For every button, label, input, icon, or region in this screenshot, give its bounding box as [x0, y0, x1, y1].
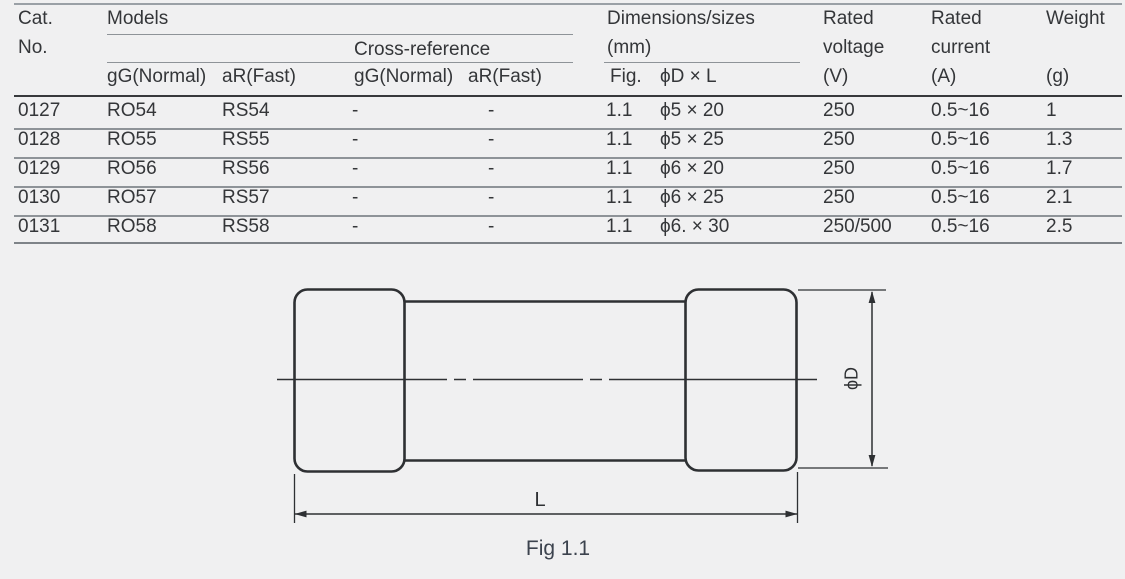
cell-current: 0.5~16	[931, 187, 990, 208]
cell-crossref-gg: -	[352, 100, 359, 121]
cell-crossref-gg: -	[352, 129, 359, 150]
cell-fig: 1.1	[606, 158, 633, 179]
subheader-gg-normal: gG(Normal)	[107, 66, 207, 87]
cell-weight: 2.1	[1046, 187, 1073, 208]
cell-cat-no: 0128	[18, 129, 61, 150]
cell-current: 0.5~16	[931, 216, 990, 237]
table-top-rule	[14, 3, 1122, 5]
cell-model-gg: RO56	[107, 158, 157, 179]
diameter-dimension-label: ϕD	[841, 366, 862, 391]
header-rated-voltage-line1: Rated	[823, 8, 874, 29]
cell-voltage: 250	[823, 158, 855, 179]
cell-cat-no: 0129	[18, 158, 61, 179]
header-rated-current-line2: current	[931, 37, 991, 58]
cell-crossref-ar: -	[488, 129, 495, 150]
cell-crossref-ar: -	[488, 158, 495, 179]
cell-voltage: 250	[823, 129, 855, 150]
row-separator	[14, 215, 1122, 217]
cell-weight: 1.7	[1046, 158, 1073, 179]
subheader-crossref-ar-fast: aR(Fast)	[468, 66, 542, 87]
row-separator	[14, 128, 1122, 130]
cell-voltage: 250/500	[823, 216, 892, 237]
cell-weight: 1	[1046, 100, 1057, 121]
row-separator	[14, 186, 1122, 188]
figure-caption: Fig 1.1	[525, 537, 591, 560]
fuse-left-cap	[293, 288, 406, 473]
header-dimensions-line1: Dimensions/sizes	[607, 8, 755, 29]
cell-model-gg: RO57	[107, 187, 157, 208]
cell-model-gg: RO54	[107, 100, 157, 121]
subheader-fig: Fig.	[610, 66, 642, 87]
cell-size: ϕ6 × 25	[660, 187, 724, 208]
header-cat-line1: Cat.	[18, 8, 53, 29]
header-cross-reference: Cross-reference	[354, 39, 491, 60]
row-separator	[14, 157, 1122, 159]
cross-reference-underline	[107, 62, 573, 64]
cell-crossref-gg: -	[352, 216, 359, 237]
header-rated-voltage-line2: voltage	[823, 37, 885, 58]
header-rated-current-line1: Rated	[931, 8, 982, 29]
subheader-d-x-l: ϕD × L	[660, 66, 717, 87]
header-weight-line1: Weight	[1046, 8, 1105, 29]
cell-crossref-gg: -	[352, 187, 359, 208]
subheader-crossref-gg-normal: gG(Normal)	[354, 66, 454, 87]
cell-current: 0.5~16	[931, 100, 990, 121]
header-bottom-rule	[14, 95, 1122, 98]
cell-size: ϕ6 × 20	[660, 158, 724, 179]
cell-size: ϕ6. × 30	[660, 216, 730, 237]
cell-weight: 1.3	[1046, 129, 1073, 150]
arrowhead-right-icon	[785, 510, 798, 518]
cell-current: 0.5~16	[931, 158, 990, 179]
length-dimension-label: L	[534, 489, 546, 511]
cell-model-ar: RS55	[222, 129, 270, 150]
cell-current: 0.5~16	[931, 129, 990, 150]
cell-crossref-ar: -	[488, 187, 495, 208]
header-models: Models	[107, 8, 169, 29]
table-bottom-rule	[14, 242, 1122, 244]
subheader-voltage-unit: (V)	[823, 66, 849, 87]
subheader-current-unit: (A)	[931, 66, 957, 87]
cell-model-ar: RS57	[222, 187, 270, 208]
cell-cat-no: 0131	[18, 216, 61, 237]
cell-fig: 1.1	[606, 187, 633, 208]
cell-model-ar: RS56	[222, 158, 270, 179]
models-underline	[107, 34, 573, 36]
fuse-right-cap	[684, 288, 798, 472]
cell-crossref-ar: -	[488, 100, 495, 121]
arrowhead-up-icon	[868, 291, 876, 303]
cell-size: ϕ5 × 25	[660, 129, 724, 150]
header-dimensions-line2: (mm)	[607, 37, 652, 58]
cell-size: ϕ5 × 20	[660, 100, 724, 121]
cell-crossref-gg: -	[352, 158, 359, 179]
cell-voltage: 250	[823, 100, 855, 121]
arrowhead-left-icon	[294, 510, 307, 518]
subheader-ar-fast: aR(Fast)	[222, 66, 296, 87]
subheader-weight-unit: (g)	[1046, 66, 1070, 87]
cell-cat-no: 0127	[18, 100, 61, 121]
cell-model-ar: RS58	[222, 216, 270, 237]
cell-crossref-ar: -	[488, 216, 495, 237]
cell-fig: 1.1	[606, 100, 633, 121]
cell-weight: 2.5	[1046, 216, 1073, 237]
cell-fig: 1.1	[606, 216, 633, 237]
cell-cat-no: 0130	[18, 187, 61, 208]
dimensions-underline	[604, 62, 800, 64]
cell-voltage: 250	[823, 187, 855, 208]
arrowhead-down-icon	[868, 455, 876, 467]
cell-fig: 1.1	[606, 129, 633, 150]
cell-model-gg: RO58	[107, 216, 157, 237]
header-cat-line2: No.	[18, 37, 48, 58]
cell-model-ar: RS54	[222, 100, 270, 121]
cell-model-gg: RO55	[107, 129, 157, 150]
